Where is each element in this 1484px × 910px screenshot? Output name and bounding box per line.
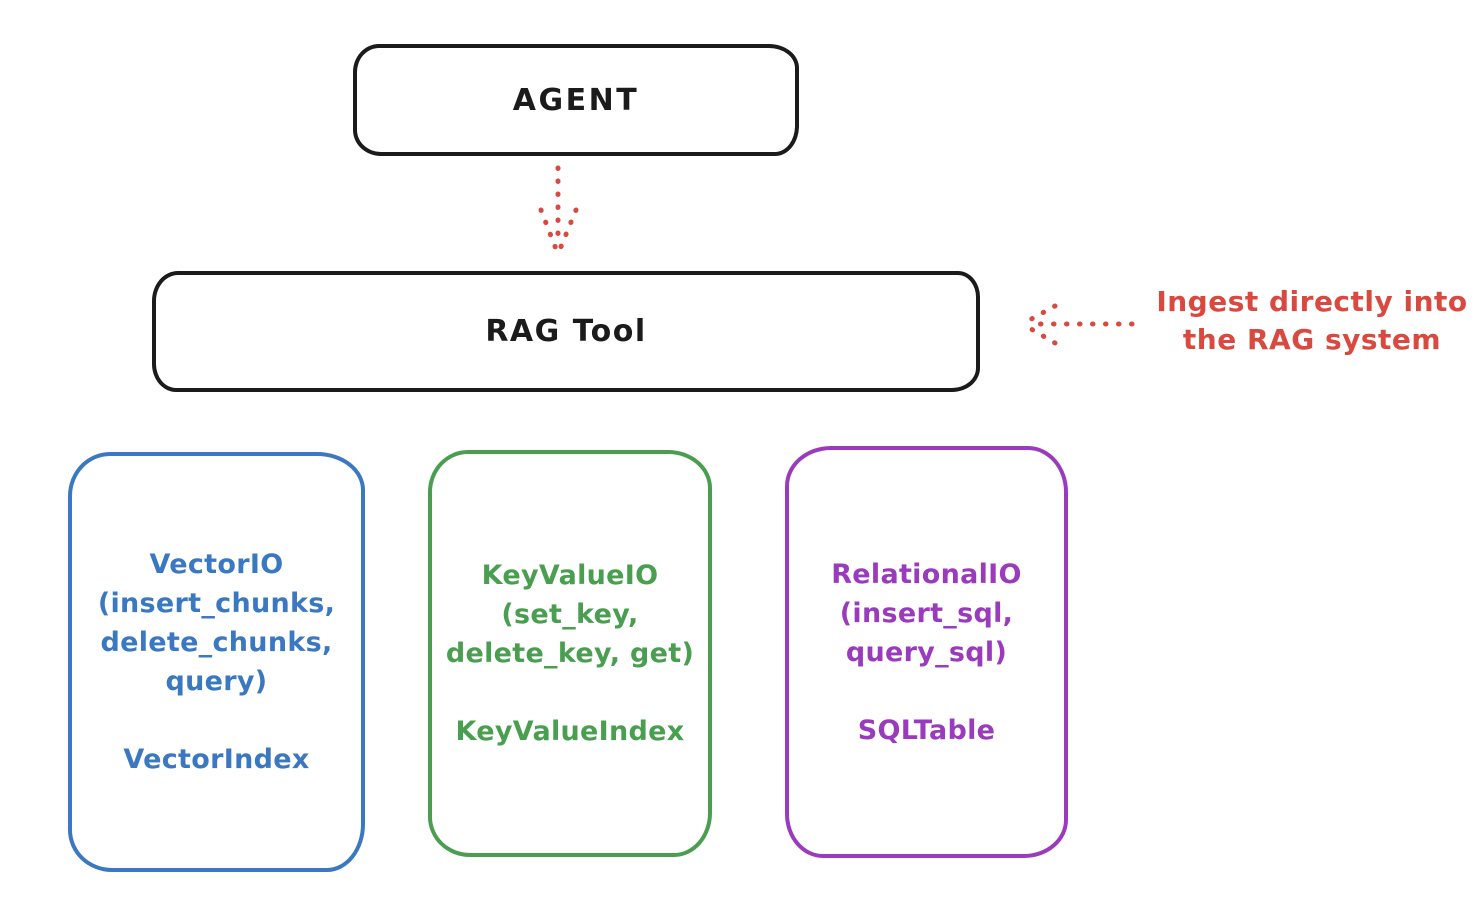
- dotted-arrow-left-icon: [1023, 303, 1135, 346]
- vector-io-box: VectorIO (insert_chunks, delete_chunks, …: [68, 452, 365, 872]
- ingest-annotation-line2: the RAG system: [1182, 323, 1442, 356]
- io-line: delete_chunks,: [100, 627, 333, 658]
- rag-tool-box-label: RAG Tool: [485, 314, 647, 349]
- io-line: VectorIO: [149, 549, 284, 580]
- io-line: RelationalIO: [831, 558, 1022, 590]
- ingest-annotation: Ingest directly into the RAG system: [1140, 283, 1484, 359]
- agent-box: AGENT: [353, 44, 799, 156]
- ingest-annotation-line1: Ingest directly into: [1156, 285, 1468, 318]
- io-line: query_sql): [845, 636, 1008, 668]
- io-line: (insert_sql,: [839, 597, 1014, 629]
- keyvalue-index-label: KeyValueIndex: [455, 716, 685, 747]
- sqltable-label: SQLTable: [857, 714, 996, 746]
- keyvalue-io-box: KeyValueIO (set_key, delete_key, get) Ke…: [428, 450, 712, 857]
- io-line: delete_key, get): [445, 638, 695, 669]
- io-line: query): [165, 666, 268, 697]
- vector-index-label: VectorIndex: [123, 744, 310, 775]
- relational-io-box: RelationalIO (insert_sql, query_sql) SQL…: [785, 446, 1068, 858]
- rag-tool-box: RAG Tool: [152, 271, 980, 392]
- io-line: (set_key,: [501, 599, 639, 630]
- dotted-arrow-down-icon: [538, 165, 579, 252]
- io-line: (insert_chunks,: [97, 588, 336, 619]
- io-line: KeyValueIO: [481, 560, 659, 591]
- agent-box-label: AGENT: [512, 82, 640, 118]
